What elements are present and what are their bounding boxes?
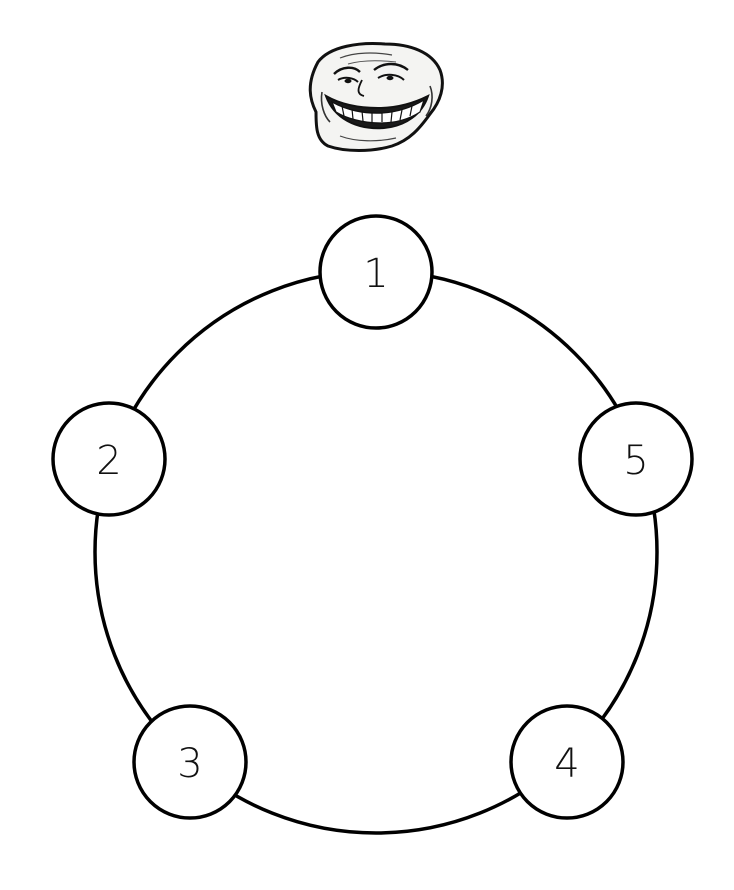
node-3: 3 <box>132 704 248 820</box>
node-1: 1 <box>318 214 434 330</box>
node-2-circle <box>51 401 167 517</box>
troll-face-icon <box>308 42 444 152</box>
node-4: 4 <box>509 704 625 820</box>
node-2-label: 2 <box>96 438 121 484</box>
node-2: 2 <box>51 401 167 517</box>
node-3-circle <box>132 704 248 820</box>
node-5-circle <box>578 401 694 517</box>
node-1-label: 1 <box>363 251 388 297</box>
node-4-label: 4 <box>554 741 579 787</box>
node-3-label: 3 <box>177 741 202 787</box>
node-5-label: 5 <box>623 438 648 484</box>
node-1-circle <box>318 214 434 330</box>
node-5: 5 <box>578 401 694 517</box>
node-4-circle <box>509 704 625 820</box>
